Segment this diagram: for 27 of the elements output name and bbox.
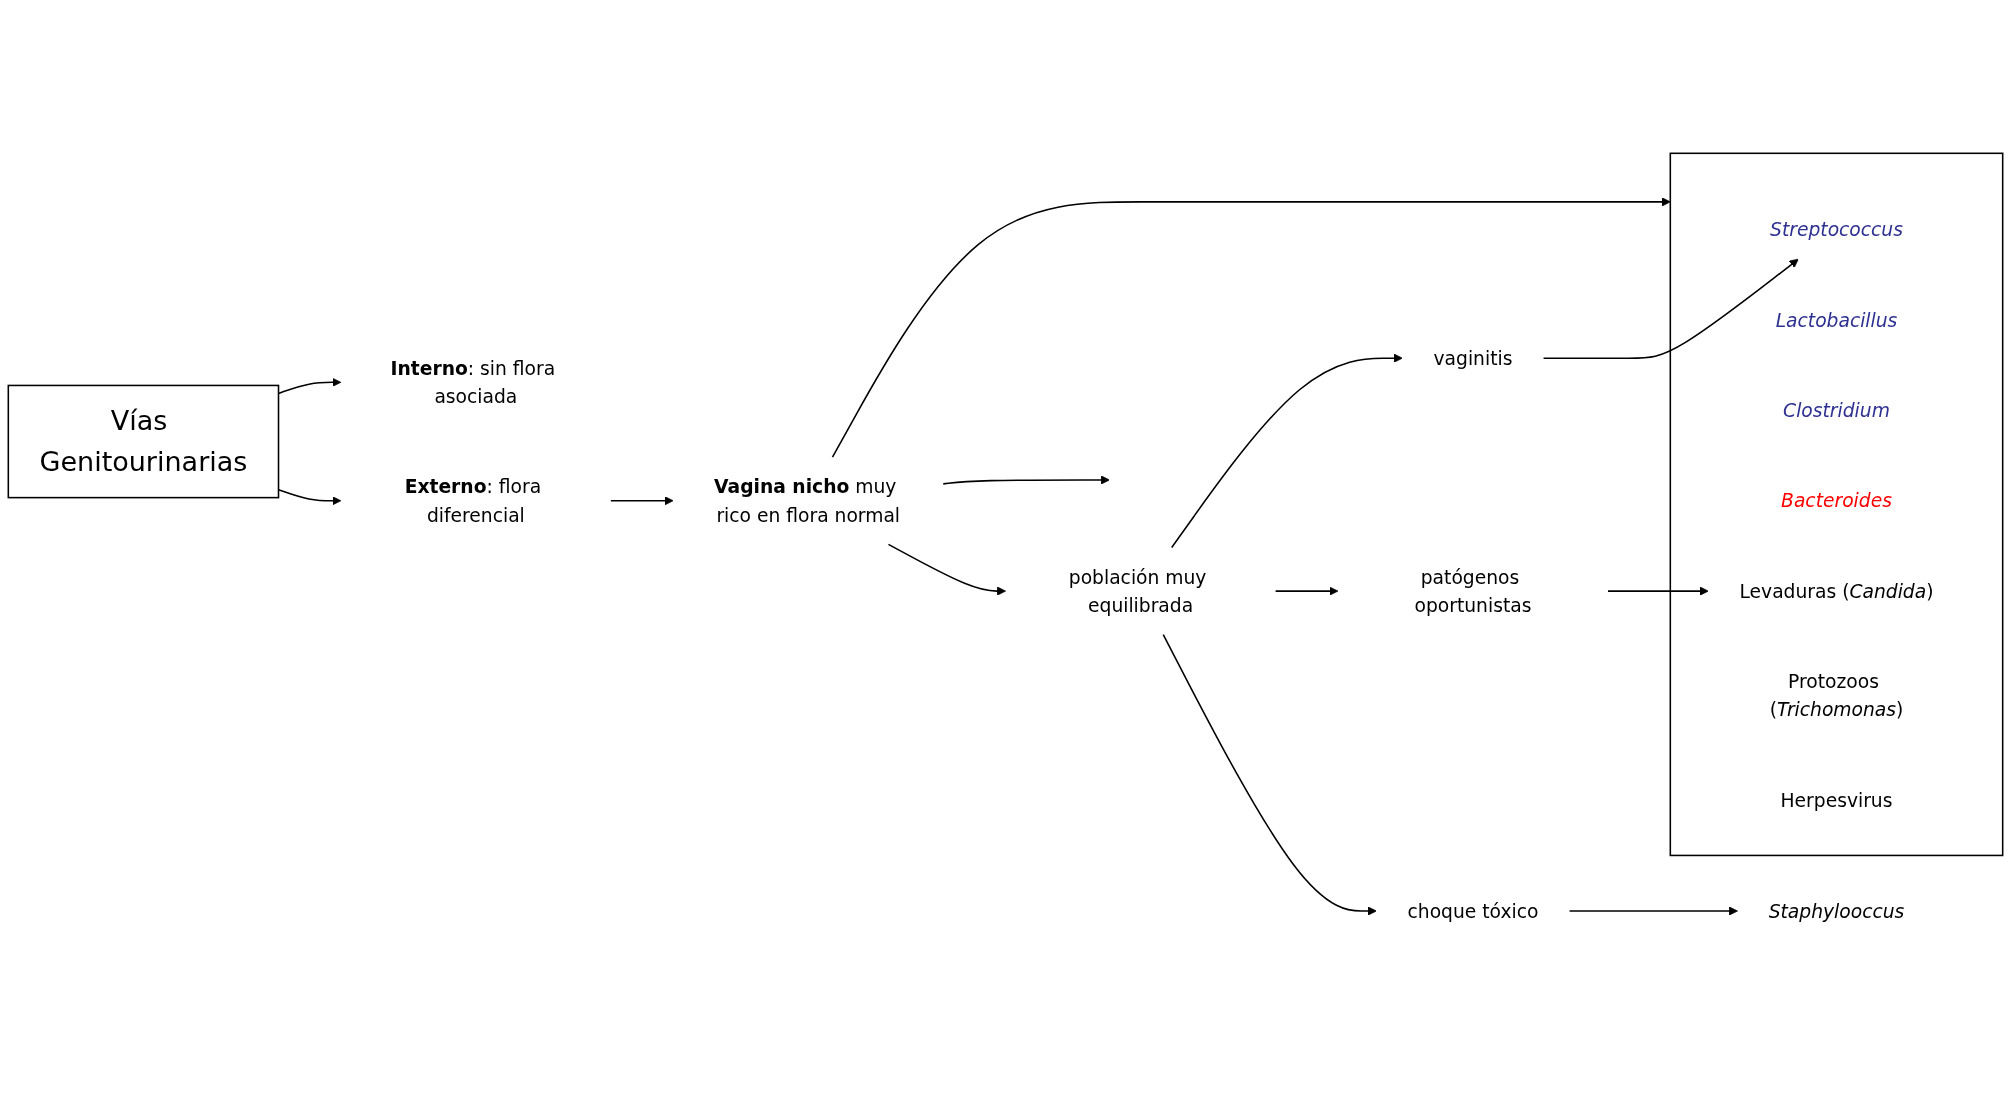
arrow <box>1162 633 1377 916</box>
node-text: vaginitis <box>1433 346 1513 369</box>
cluster <box>1669 152 2004 856</box>
node-text: Bacteroides <box>1781 489 1892 512</box>
arrow <box>1568 905 1738 916</box>
node-text: choque tóxico <box>1407 899 1539 922</box>
node-text: Levaduras (Candida) <box>1739 579 1934 602</box>
node-text: Clostridium <box>1783 399 1890 421</box>
node-text: Vagina nicho muy rico en flora normal <box>714 475 901 526</box>
node-text: Lactobacillus <box>1775 308 1898 331</box>
node-text: Herpesvirus <box>1780 788 1893 811</box>
node-text: Interno: sin flora asociada <box>390 356 556 407</box>
node-text: población muy equilibrada <box>1068 565 1207 616</box>
arrow <box>610 495 674 505</box>
node-box: Vías Genitourinarias <box>7 384 280 498</box>
arrow <box>1607 586 1709 596</box>
arrow <box>1542 258 1799 359</box>
node-text: Streptococcus <box>1770 218 1903 241</box>
arrow <box>1170 353 1403 548</box>
node-text: patógenos oportunistas <box>1414 565 1532 616</box>
node-text: Externo: flora diferencial <box>404 475 542 526</box>
arrow <box>942 474 1110 485</box>
arrow <box>887 543 1006 596</box>
node-text: Protozoos (Trichomonas) <box>1769 670 1904 720</box>
arrow <box>831 196 1671 458</box>
arrow <box>1274 586 1339 596</box>
node-text: Staphylooccus <box>1768 899 1905 922</box>
